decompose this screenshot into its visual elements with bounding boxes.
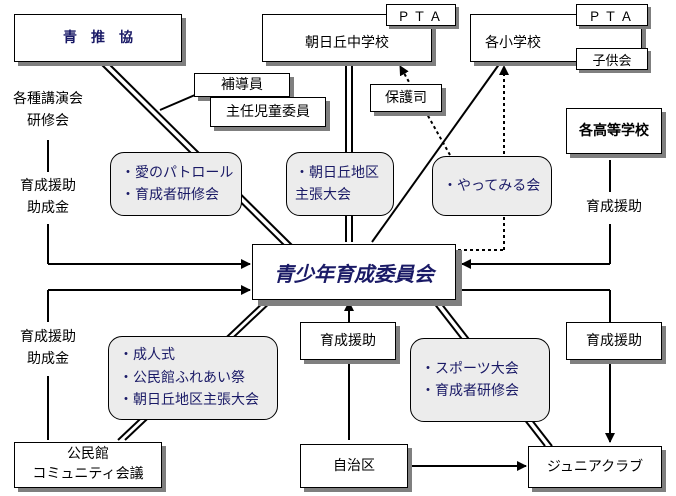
es-pta-tag: ＰＴＡ xyxy=(576,4,648,26)
kodomokai-tag: 子供会 xyxy=(576,48,648,70)
kominkan-box: 公民館 コミュニティ会議 xyxy=(14,442,162,488)
jhs-pta-tag: ＰＴＡ xyxy=(386,4,456,26)
jhs-pta-label: ＰＴＡ xyxy=(396,9,445,25)
jichiku-support-box: 育成援助 xyxy=(300,322,396,360)
hogoshi-label: 保護司 xyxy=(385,89,427,106)
hodoin-box: 補導員 xyxy=(194,73,290,97)
joseikin-top-box: 育成援助 助成金 xyxy=(4,172,92,224)
left-bottom-event-1: ・成人式 xyxy=(119,347,175,364)
junior-club-label: ジュニアクラブ xyxy=(546,458,644,475)
sports-event-2: ・育成者研修会 xyxy=(421,383,519,399)
hodoin-label: 補導員 xyxy=(221,76,263,93)
center-committee: 青少年育成委員会 xyxy=(252,244,456,300)
seisuikyo-label: 青 推 協 xyxy=(63,29,133,46)
sports-events: ・スポーツ大会 ・育成者研修会 xyxy=(410,338,550,422)
kominkan-line-2: コミュニティ会議 xyxy=(32,466,144,482)
yattemiru-label: ・やってみる会 xyxy=(443,177,541,194)
koza-line-2: 研修会 xyxy=(27,113,69,129)
junior-support-label: 育成援助 xyxy=(586,332,642,349)
joseikin-bottom-box: 育成援助 助成金 xyxy=(4,322,92,376)
joseikin-top-line-2: 助成金 xyxy=(27,200,69,216)
joseikin-bottom-line-1: 育成援助 xyxy=(20,329,76,346)
jichiku-box: 自治区 xyxy=(300,444,408,488)
shunin-jido-label: 主任児童委員 xyxy=(226,103,310,120)
high-support-box: 育成援助 xyxy=(566,192,662,224)
high-support-label: 育成援助 xyxy=(586,199,642,216)
junior-club-box: ジュニアクラブ xyxy=(528,446,662,488)
left-top-event-1: ・愛のパトロール xyxy=(121,164,234,181)
jichiku-support-label: 育成援助 xyxy=(320,332,376,349)
asahi-district-line-1: ・朝日丘地区 xyxy=(295,164,379,181)
kominkan-line-1: 公民館 xyxy=(66,446,109,463)
left-bottom-event-3: ・朝日丘地区主張大会 xyxy=(119,392,259,409)
koza-line-1: 各種講演会 xyxy=(13,91,83,108)
asahi-district-line-2: 主張大会 xyxy=(295,187,351,203)
high-schools-label: 各高等学校 xyxy=(579,122,649,139)
asahi-district-events: ・朝日丘地区 主張大会 xyxy=(286,152,394,216)
sports-event-1: ・スポーツ大会 xyxy=(421,360,519,377)
jichiku-label: 自治区 xyxy=(333,457,375,474)
seisuikyo-box: 青 推 協 xyxy=(14,14,182,62)
yattemiru-event: ・やってみる会 xyxy=(432,156,552,216)
shunin-jido-box: 主任児童委員 xyxy=(210,97,326,127)
joseikin-bottom-line-2: 助成金 xyxy=(27,351,69,367)
left-bottom-event-2: ・公民館ふれあい祭 xyxy=(119,369,245,386)
elementary-label: 各小学校 xyxy=(485,34,541,51)
left-bottom-events: ・成人式 ・公民館ふれあい祭 ・朝日丘地区主張大会 xyxy=(108,336,278,420)
koza-box: 各種講演会 研修会 xyxy=(4,84,92,138)
junior-support-box: 育成援助 xyxy=(566,322,662,360)
center-committee-label: 青少年育成委員会 xyxy=(274,261,434,286)
left-top-events: ・愛のパトロール ・育成者研修会 xyxy=(110,152,242,216)
joseikin-top-line-1: 育成援助 xyxy=(20,178,76,195)
high-schools-box: 各高等学校 xyxy=(566,108,662,154)
hogoshi-box: 保護司 xyxy=(370,84,442,112)
left-top-event-2: ・育成者研修会 xyxy=(121,187,219,203)
asahigaoka-jhs-label: 朝日丘中学校 xyxy=(305,34,389,51)
es-pta-label: ＰＴＡ xyxy=(587,9,636,25)
kodomokai-label: 子供会 xyxy=(592,53,632,69)
